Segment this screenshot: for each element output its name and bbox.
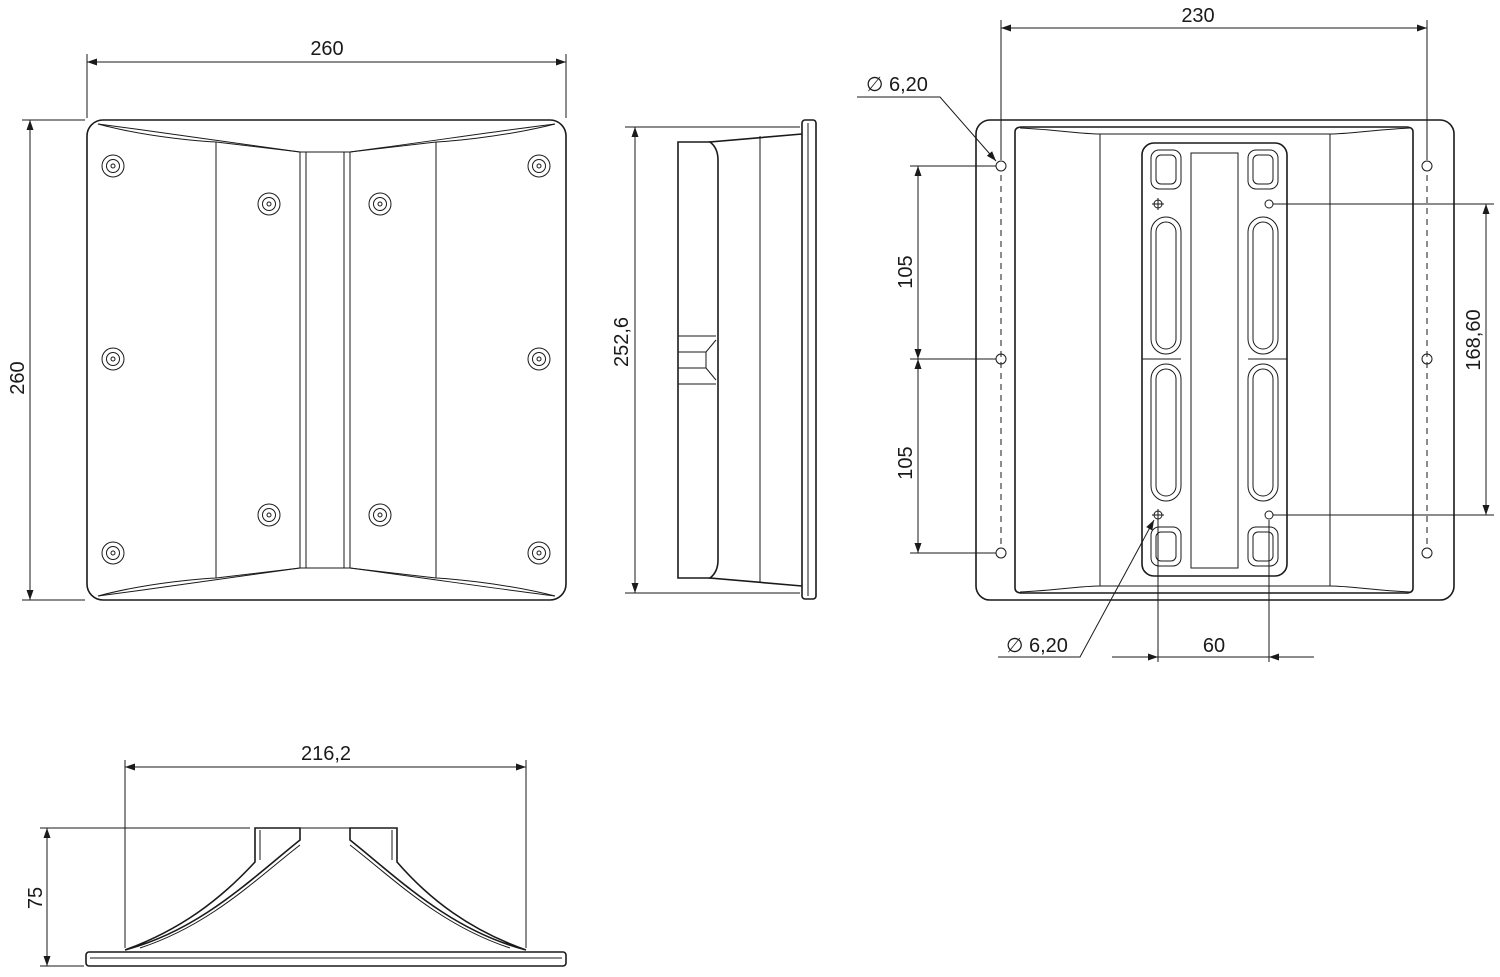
rear-hole-icon [1421, 160, 1433, 172]
side-horn-body [707, 133, 803, 587]
rear-hole-icon [995, 547, 1007, 559]
rear-hole-icon [1264, 510, 1274, 520]
front-throat [305, 151, 345, 569]
rear-spacing-lower-label: 105 [895, 446, 917, 479]
rear-flange-holes [995, 160, 1433, 559]
front-hole-icon [257, 192, 281, 216]
bottom-horn-profile [124, 827, 301, 951]
front-hole-icon [101, 347, 125, 371]
rear-hole-top-label: ∅ 6,20 [866, 74, 928, 96]
front-mounting-holes [101, 154, 551, 565]
rear-hole-icon [1264, 199, 1274, 209]
front-hole-icon [257, 503, 281, 527]
rear-flange-outline [975, 119, 1455, 601]
front-width-label: 260 [310, 38, 343, 60]
front-height-label: 260 [7, 361, 29, 394]
rear-hole-bottom-label: ∅ 6,20 [1006, 635, 1068, 657]
front-view: 260 260 [7, 38, 567, 601]
rear-throat-height-label: 168,60 [1463, 309, 1485, 370]
front-mouth-bottom-curve [97, 567, 556, 597]
front-flange-outline [86, 119, 567, 601]
side-flange [801, 119, 817, 600]
side-view: 252,6 [611, 119, 817, 600]
front-hole-icon [368, 192, 392, 216]
front-hole-icon [368, 503, 392, 527]
front-hole-icon [527, 154, 551, 178]
bottom-view: 216,2 75 [25, 743, 567, 967]
rear-throat-width-label: 60 [1203, 635, 1225, 657]
rear-view: 230 ∅ 6,20 105 105 168,60 60 ∅ 6,20 [857, 5, 1494, 662]
rear-spacing-upper-label: 105 [895, 255, 917, 288]
rear-hole-icon [995, 160, 1007, 172]
bottom-flange [85, 951, 567, 967]
rear-horn-body [1014, 126, 1414, 594]
bottom-width-label: 216,2 [301, 743, 351, 765]
front-hole-icon [101, 541, 125, 565]
front-hole-icon [527, 541, 551, 565]
front-hole-icon [527, 347, 551, 371]
side-height-label: 252,6 [611, 317, 633, 367]
bottom-height-label: 75 [25, 887, 47, 909]
rear-width-label: 230 [1181, 5, 1214, 27]
front-mouth-top-curve [97, 123, 556, 153]
front-hole-icon [101, 154, 125, 178]
rear-hole-icon [1421, 547, 1433, 559]
rear-slots [1142, 149, 1287, 567]
